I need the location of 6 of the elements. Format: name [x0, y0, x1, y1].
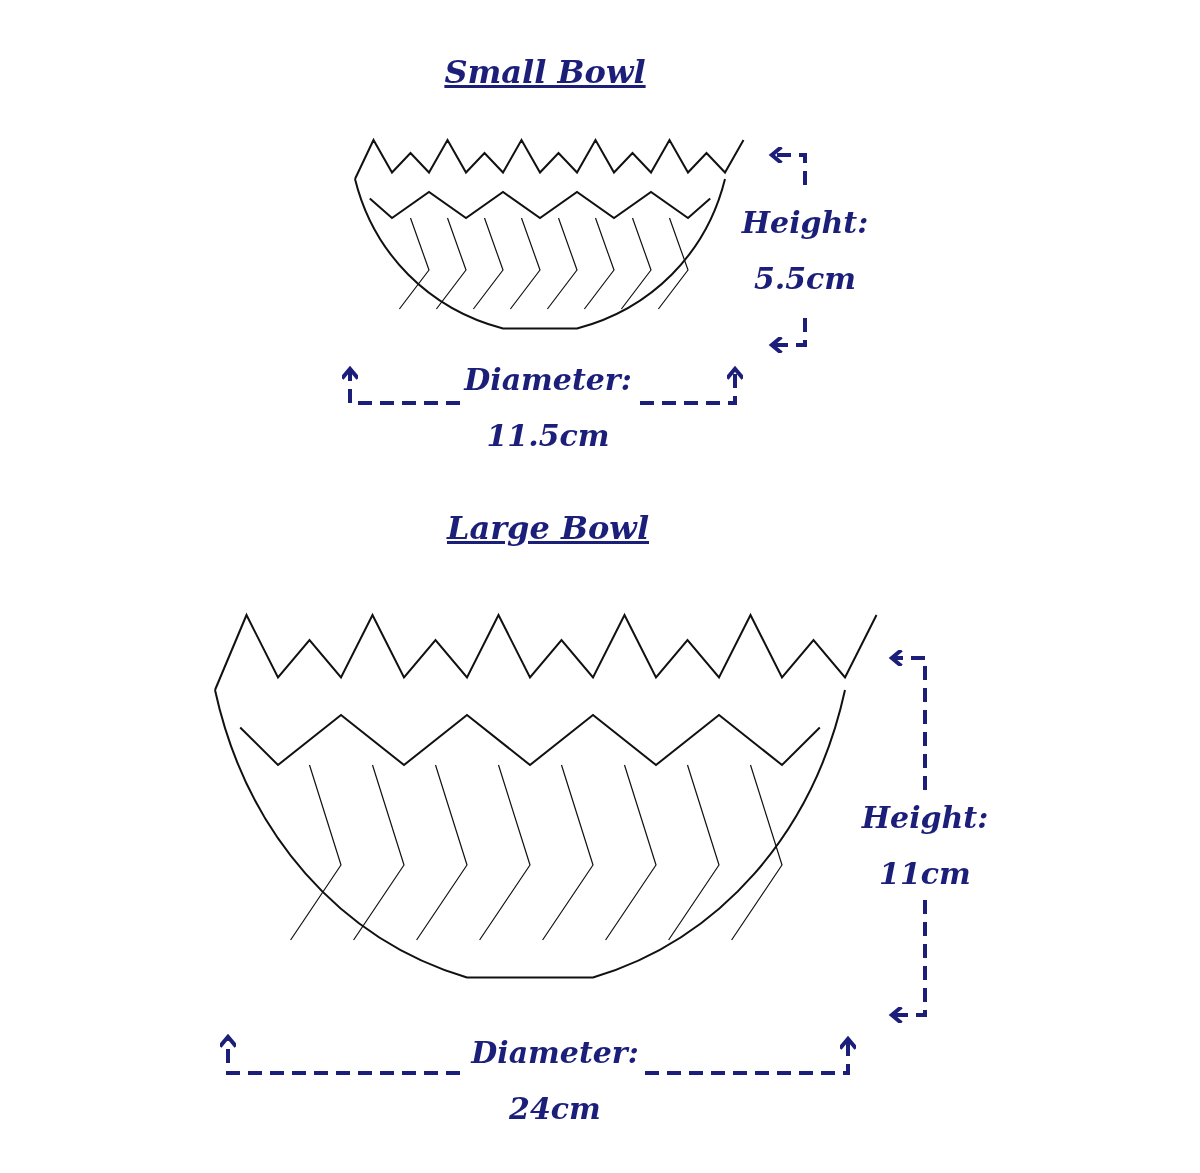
heading: Large Bowl — [445, 508, 651, 548]
dimension-label: Height: 5.5cm — [740, 204, 870, 298]
dimension-label: Height: 11cm — [860, 799, 990, 893]
heading: Small Bowl — [443, 52, 647, 92]
dimension-label: Diameter: 24cm — [469, 1034, 640, 1128]
dimension-label: Diameter: 11.5cm — [462, 361, 633, 455]
